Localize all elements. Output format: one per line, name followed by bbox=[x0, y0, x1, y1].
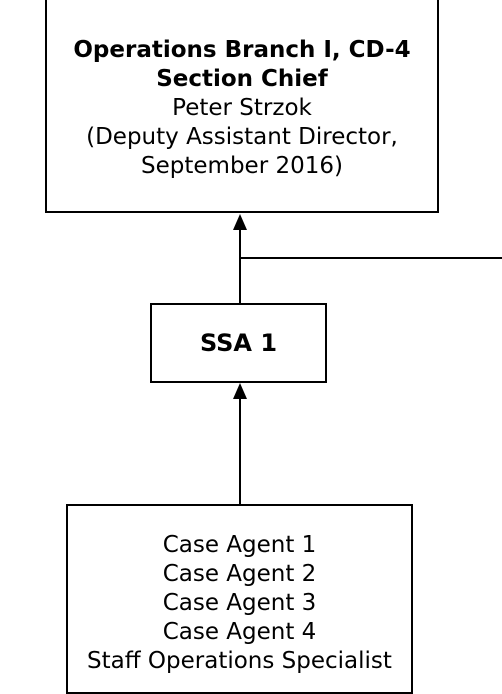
chief-note-line2: September 2016) bbox=[141, 153, 343, 179]
ssa-box: SSA 1 bbox=[150, 303, 327, 383]
chief-name: Peter Strzok bbox=[172, 95, 312, 121]
agent-item-4: Case Agent 4 bbox=[162, 619, 317, 645]
staff-operations-specialist: Staff Operations Specialist bbox=[87, 648, 392, 674]
arrowhead-ssa bbox=[233, 383, 247, 399]
case-agents-box: Case Agent 1 Case Agent 2 Case Agent 3 C… bbox=[66, 504, 413, 694]
chief-unit: Operations Branch I, CD-4 bbox=[73, 37, 411, 63]
arrowhead-chief bbox=[233, 214, 247, 230]
ssa-label: SSA 1 bbox=[199, 328, 278, 357]
section-chief-box: Operations Branch I, CD-4 Section Chief … bbox=[45, 0, 439, 213]
agent-item-3: Case Agent 3 bbox=[162, 590, 317, 616]
agent-item-2: Case Agent 2 bbox=[162, 561, 317, 587]
agent-item-1: Case Agent 1 bbox=[162, 532, 317, 558]
chief-role: Section Chief bbox=[156, 66, 328, 92]
chief-note-line1: (Deputy Assistant Director, bbox=[86, 124, 398, 150]
